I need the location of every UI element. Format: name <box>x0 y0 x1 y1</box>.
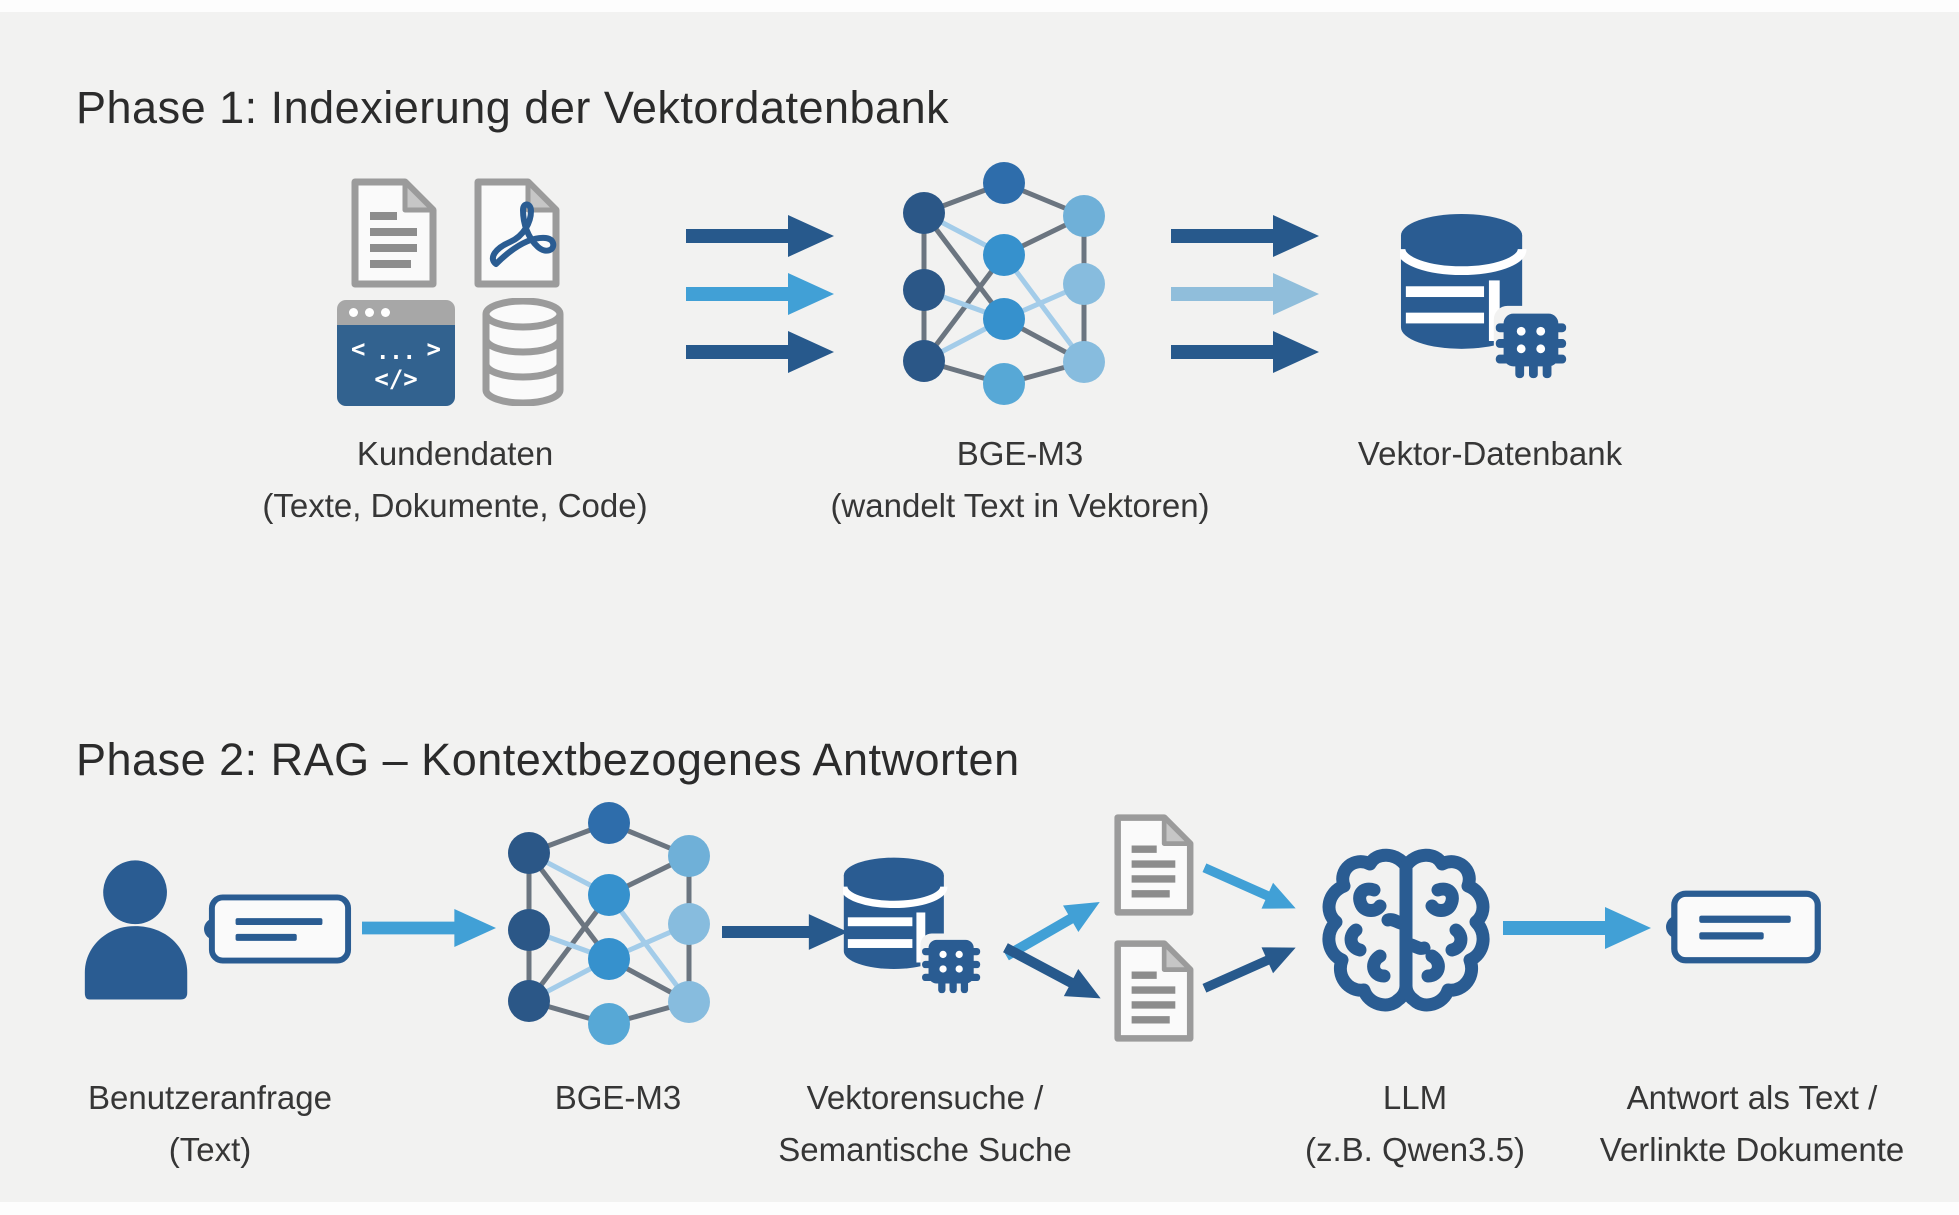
code-glyph: </> <box>374 364 418 393</box>
arrow-right-icon <box>1171 272 1319 316</box>
text-document-icon <box>347 176 439 290</box>
search-label: Vektorensuche / Semantische Suche <box>715 1072 1135 1176</box>
window-dot-icon <box>365 308 374 317</box>
retrieved-document-icon <box>1110 938 1196 1044</box>
neural-network-icon <box>898 156 1110 412</box>
arrow-right-icon <box>686 272 834 316</box>
bottom-white-strip <box>0 1202 1959 1215</box>
search-label-line1: Vektorensuche / <box>806 1079 1044 1116</box>
encoder-label-line2: (wandelt Text in Vektoren) <box>830 487 1210 524</box>
database-outline-icon <box>479 298 567 406</box>
answer-speech-bubble-icon <box>1666 888 1824 966</box>
code-glyph: < <box>351 334 366 363</box>
llm-label-line1: LLM <box>1382 1079 1448 1116</box>
answer-label: Antwort als Text / Verlinkte Dokumente <box>1542 1072 1959 1176</box>
encoder-label-line1: BGE-M3 <box>956 435 1084 472</box>
vector-database-chip-icon <box>1400 212 1572 384</box>
arrow-right-icon <box>362 906 496 950</box>
neural-network-icon <box>503 796 715 1052</box>
arrow-down-right-icon <box>1195 848 1304 929</box>
llm-label-line2: (z.B. Qwen3.5) <box>1304 1131 1526 1168</box>
code-window-icon: < ... > </> <box>337 300 455 406</box>
arrow-right-icon <box>1171 214 1319 258</box>
encoder-label: BGE-M3 <box>408 1072 828 1124</box>
search-label-line2: Semantische Suche <box>778 1131 1072 1168</box>
retrieved-document-icon <box>1110 812 1196 918</box>
query-speech-bubble-icon <box>204 892 354 966</box>
window-dot-icon <box>381 308 390 317</box>
arrow-right-icon <box>1502 906 1652 950</box>
encoder-label-line1: BGE-M3 <box>554 1079 682 1116</box>
encoder-label: BGE-M3 (wandelt Text in Vektoren) <box>810 428 1230 532</box>
top-white-strip <box>0 0 1959 12</box>
arrow-right-icon <box>686 330 834 374</box>
answer-label-line2: Verlinkte Dokumente <box>1599 1131 1905 1168</box>
code-window-titlebar <box>337 300 455 325</box>
arrow-right-icon <box>722 910 848 954</box>
code-glyph: ... <box>376 340 416 365</box>
user-person-icon <box>80 856 194 1002</box>
query-label: Benutzeranfrage (Text) <box>0 1072 420 1176</box>
source-label: Kundendaten (Texte, Dokumente, Code) <box>245 428 665 532</box>
llm-label: LLM (z.B. Qwen3.5) <box>1205 1072 1625 1176</box>
pdf-document-icon <box>470 176 562 290</box>
phase1-title: Phase 1: Indexierung der Vektordatenbank <box>76 82 950 133</box>
vector-database-chip-icon <box>843 856 985 998</box>
vector-db-label-line1: Vektor-Datenbank <box>1357 435 1623 472</box>
arrow-up-right-icon <box>1195 928 1304 1009</box>
query-label-line2: (Text) <box>168 1131 252 1168</box>
llm-brain-icon <box>1320 838 1492 1016</box>
phase2-title: Phase 2: RAG – Kontextbezogenes Antworte… <box>76 734 1020 785</box>
source-label-line2: (Texte, Dokumente, Code) <box>262 487 648 524</box>
code-window-body: < ... > </> <box>337 325 455 406</box>
arrow-right-icon <box>1171 330 1319 374</box>
source-label-line1: Kundendaten <box>356 435 554 472</box>
query-label-line1: Benutzeranfrage <box>87 1079 332 1116</box>
code-glyph: > <box>426 334 441 363</box>
answer-label-line1: Antwort als Text / <box>1626 1079 1878 1116</box>
vector-db-label: Vektor-Datenbank <box>1280 428 1700 480</box>
window-dot-icon <box>349 308 358 317</box>
arrow-right-icon <box>686 214 834 258</box>
